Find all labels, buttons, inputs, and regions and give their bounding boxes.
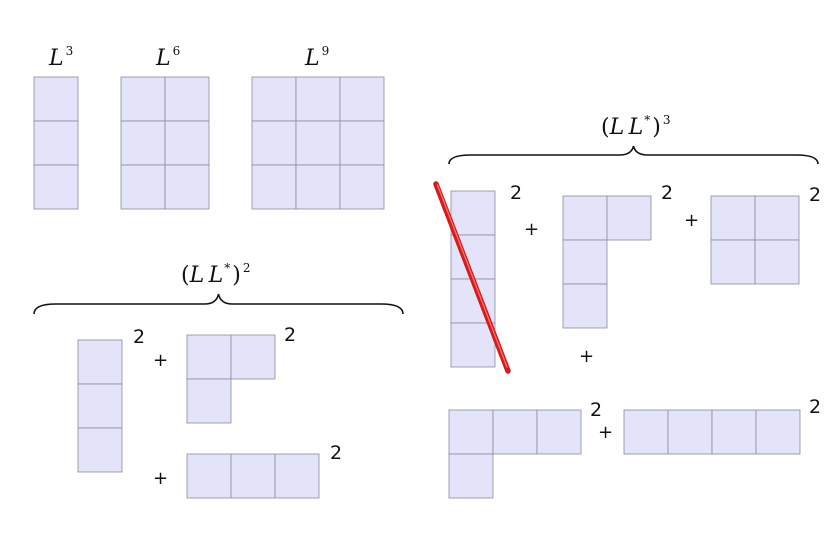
shape-sq-column-cell — [77, 427, 123, 473]
shape-l6-cell — [164, 76, 210, 122]
shape-l9-cell — [295, 76, 341, 122]
label-ll-star-cubed: (L L*)3 — [601, 113, 671, 140]
shape-cube-tall-l-cell — [562, 283, 608, 329]
shape-cube-square-cell — [754, 239, 800, 285]
shape-l6-cell — [164, 164, 210, 210]
shape-l3-cell — [33, 76, 79, 122]
shape-sq-l-shape-cell — [186, 378, 232, 424]
plus-sign: + — [524, 219, 540, 240]
shape-l3-cell — [33, 120, 79, 166]
shape-l6-cell — [120, 120, 166, 166]
shape-sq-column-cell — [77, 339, 123, 385]
shape-cube-wide-l-cell — [448, 409, 494, 455]
shape-l9-cell — [295, 164, 341, 210]
multiplicity-label: 2 — [133, 326, 146, 348]
shape-l9-cell — [339, 120, 385, 166]
shape-cube-square-cell — [754, 195, 800, 241]
multiplicity-label: 2 — [330, 442, 343, 464]
shape-l6-cell — [120, 164, 166, 210]
shape-cube-row-cell — [711, 409, 757, 455]
shape-cube-wide-l-cell — [536, 409, 582, 455]
shape-l3-cell — [33, 164, 79, 210]
brace-ll-star-cubed — [448, 145, 819, 165]
multiplicity-label: 2 — [284, 324, 297, 346]
shape-cube-tall-l-cell — [562, 195, 608, 241]
shape-l9-cell — [339, 76, 385, 122]
multiplicity-label: 2 — [661, 182, 674, 204]
multiplicity-label: 2 — [590, 399, 603, 421]
shape-l6-cell — [164, 120, 210, 166]
shape-cube-square-cell — [710, 195, 756, 241]
strike-through-highlight — [436, 184, 508, 368]
multiplicity-label: 2 — [510, 182, 523, 204]
shape-cube-column-cell — [450, 190, 496, 236]
plus-sign: + — [684, 210, 700, 231]
shape-cube-row-cell — [667, 409, 713, 455]
shape-sq-row-cell — [230, 453, 276, 499]
shape-cube-tall-l-cell — [562, 239, 608, 285]
multiplicity-label: 2 — [809, 184, 822, 206]
label-ll-star-squared: (L L*)2 — [181, 261, 251, 288]
shape-cube-row-cell — [755, 409, 801, 455]
plus-sign: + — [579, 346, 595, 367]
shape-l9-cell — [251, 76, 297, 122]
shape-cube-wide-l-cell — [448, 453, 494, 499]
brace-ll-star-squared — [33, 293, 404, 315]
multiplicity-label: 2 — [809, 396, 822, 418]
shape-l9-cell — [295, 120, 341, 166]
shape-sq-column-cell — [77, 383, 123, 429]
shape-cube-tall-l-cell — [606, 195, 652, 241]
shape-l9-cell — [251, 164, 297, 210]
shape-l9-cell — [251, 120, 297, 166]
shape-cube-wide-l-cell — [492, 409, 538, 455]
shape-sq-l-shape-cell — [230, 334, 276, 380]
shape-cube-square-cell — [710, 239, 756, 285]
plus-sign: + — [153, 468, 169, 489]
plus-sign: + — [598, 422, 614, 443]
shape-cube-column-cell — [450, 322, 496, 368]
shape-cube-row-cell — [623, 409, 669, 455]
shape-sq-row-cell — [274, 453, 320, 499]
shape-l9-cell — [339, 164, 385, 210]
shape-sq-row-cell — [186, 453, 232, 499]
plus-sign: + — [153, 350, 169, 371]
shape-sq-l-shape-cell — [186, 334, 232, 380]
shape-l6-cell — [120, 76, 166, 122]
